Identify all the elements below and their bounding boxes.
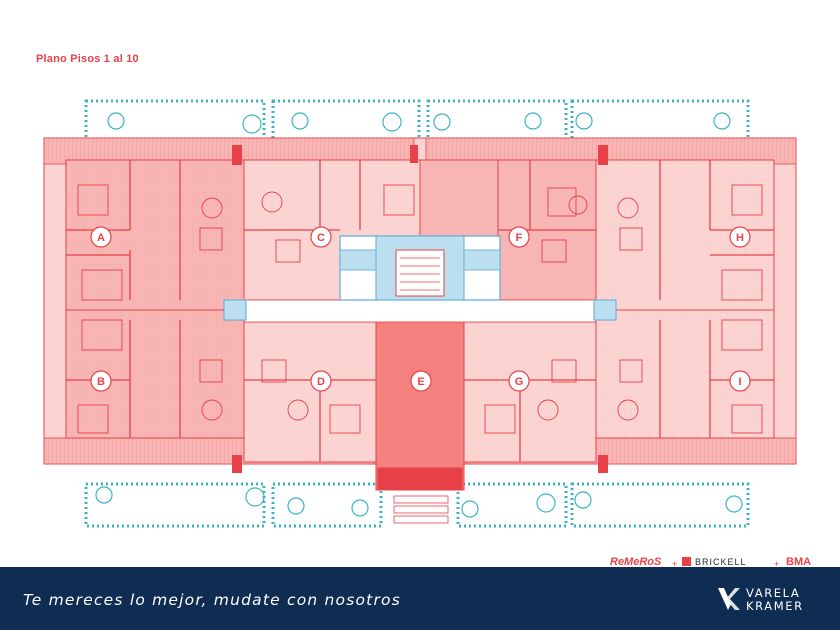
unit-label-i: I: [738, 376, 741, 388]
unit-label-c: C: [317, 232, 325, 244]
floor-tiles: [66, 160, 774, 438]
unit-label-e: E: [417, 376, 424, 388]
unit-label-d: D: [317, 376, 325, 388]
service-shafts: [232, 145, 608, 473]
partner-logos: ReMeRoS + BRICKELL + BMA: [600, 556, 840, 572]
brickell-logo: BRICKELL: [682, 557, 747, 567]
varela-kramer-logo: VARELA KRAMER: [716, 585, 816, 617]
entry-steps: [377, 467, 463, 524]
plus-separator: +: [774, 559, 780, 569]
tree-icons: [95, 112, 743, 518]
remeros-logo: ReMeRoS: [610, 556, 662, 568]
garden-top: [84, 99, 750, 143]
slogan: Te mereces lo mejor, mudate con nosotros: [23, 591, 401, 609]
floor-plan: A B C D E F G H I: [43, 99, 797, 528]
footer-bar: Te mereces lo mejor, mudate con nosotros…: [0, 567, 840, 630]
brickell-text: BRICKELL: [695, 557, 747, 567]
unit-markers: [90, 226, 751, 392]
furniture: [77, 184, 763, 434]
brand-line-1: VARELA: [746, 586, 801, 600]
unit-label-h: H: [736, 232, 744, 244]
brand-line-2: KRAMER: [746, 599, 804, 613]
unit-label-b: B: [97, 376, 105, 388]
plan-title: Plano Pisos 1 al 10: [36, 53, 139, 65]
unit-label-g: G: [515, 376, 524, 388]
vk-mark-icon: [718, 588, 740, 610]
circulation-core: [223, 235, 617, 323]
garden-bottom: [84, 482, 750, 528]
bma-logo: BMA: [786, 556, 812, 568]
brickell-mark-icon: [682, 557, 691, 566]
plus-separator: +: [672, 559, 678, 569]
unit-label-a: A: [97, 232, 105, 244]
unit-label-f: F: [516, 232, 523, 244]
